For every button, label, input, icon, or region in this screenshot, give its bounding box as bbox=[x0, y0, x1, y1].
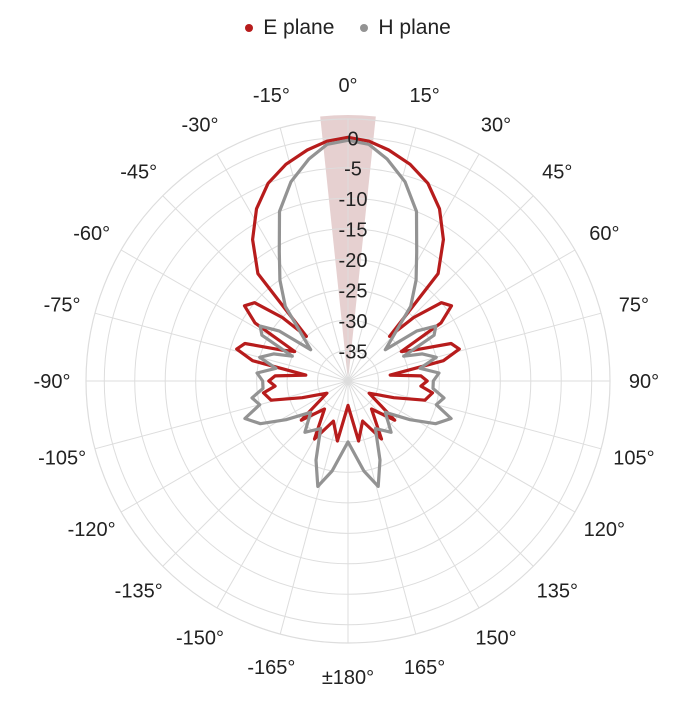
grid-spoke bbox=[347, 153, 480, 382]
angular-tick-label: 0° bbox=[338, 75, 357, 97]
grid-spoke bbox=[347, 380, 602, 450]
angular-tick-label: -135° bbox=[115, 580, 163, 602]
grid-spoke bbox=[162, 195, 349, 382]
angular-tick-label: 120° bbox=[584, 519, 625, 541]
grid-spoke bbox=[347, 380, 480, 609]
angular-tick-label: 75° bbox=[619, 294, 649, 316]
radial-tick-label: -35 bbox=[339, 342, 368, 364]
grid-spoke bbox=[347, 312, 602, 382]
radial-tick-label: -20 bbox=[339, 250, 368, 272]
grid-spoke bbox=[279, 380, 349, 635]
radial-tick-label: 0 bbox=[347, 128, 358, 150]
radial-tick-label: -25 bbox=[339, 281, 368, 303]
angular-tick-label: -90° bbox=[34, 371, 71, 393]
radial-tick-label: -10 bbox=[339, 189, 368, 211]
grid-spoke bbox=[279, 127, 349, 382]
legend-label: H plane bbox=[378, 16, 451, 39]
angular-tick-label: 90° bbox=[629, 371, 659, 393]
angular-tick-label: 150° bbox=[475, 627, 516, 649]
angular-tick-label: 105° bbox=[613, 448, 654, 470]
grid-spoke bbox=[347, 380, 417, 635]
legend-label: E plane bbox=[263, 16, 335, 39]
grid-spoke bbox=[347, 127, 417, 382]
angular-tick-label: -150° bbox=[176, 627, 224, 649]
grid-spoke bbox=[94, 380, 349, 450]
grid-spoke bbox=[347, 249, 576, 382]
grid-spoke bbox=[216, 153, 349, 382]
legend: E plane H plane bbox=[0, 16, 696, 40]
legend-marker bbox=[360, 24, 369, 32]
angular-tick-label: -30° bbox=[182, 115, 219, 137]
angular-tick-label: 135° bbox=[537, 580, 578, 602]
radial-tick-label: -15 bbox=[339, 220, 368, 242]
grid-spoke bbox=[347, 195, 534, 382]
angular-tick-label: 45° bbox=[542, 162, 572, 184]
angular-tick-label: ±180° bbox=[322, 667, 374, 689]
angular-tick-label: -15° bbox=[253, 85, 290, 107]
legend-item-0[interactable]: E plane bbox=[245, 16, 334, 40]
angular-tick-label: 165° bbox=[404, 657, 445, 679]
series-line-1 bbox=[243, 138, 453, 488]
angular-tick-label: 30° bbox=[481, 115, 511, 137]
legend-item-1[interactable]: H plane bbox=[360, 16, 451, 40]
legend-marker bbox=[245, 24, 254, 32]
angular-tick-label: -165° bbox=[247, 657, 295, 679]
angular-tick-label: -75° bbox=[44, 294, 81, 316]
radial-tick-label: -30 bbox=[339, 311, 368, 333]
grid-spoke bbox=[120, 249, 349, 382]
angular-tick-label: -45° bbox=[120, 162, 157, 184]
series-line-0 bbox=[235, 135, 461, 443]
angular-tick-label: -60° bbox=[73, 223, 110, 245]
radial-tick-label: -5 bbox=[344, 159, 362, 181]
angular-tick-label: -120° bbox=[68, 519, 116, 541]
grid-spoke bbox=[120, 380, 349, 513]
grid-spoke bbox=[94, 312, 349, 382]
angular-tick-label: -105° bbox=[38, 448, 86, 470]
grid-spoke bbox=[216, 380, 349, 609]
angular-tick-label: 60° bbox=[589, 223, 619, 245]
angular-tick-label: 15° bbox=[409, 85, 439, 107]
grid-spoke bbox=[347, 380, 576, 513]
